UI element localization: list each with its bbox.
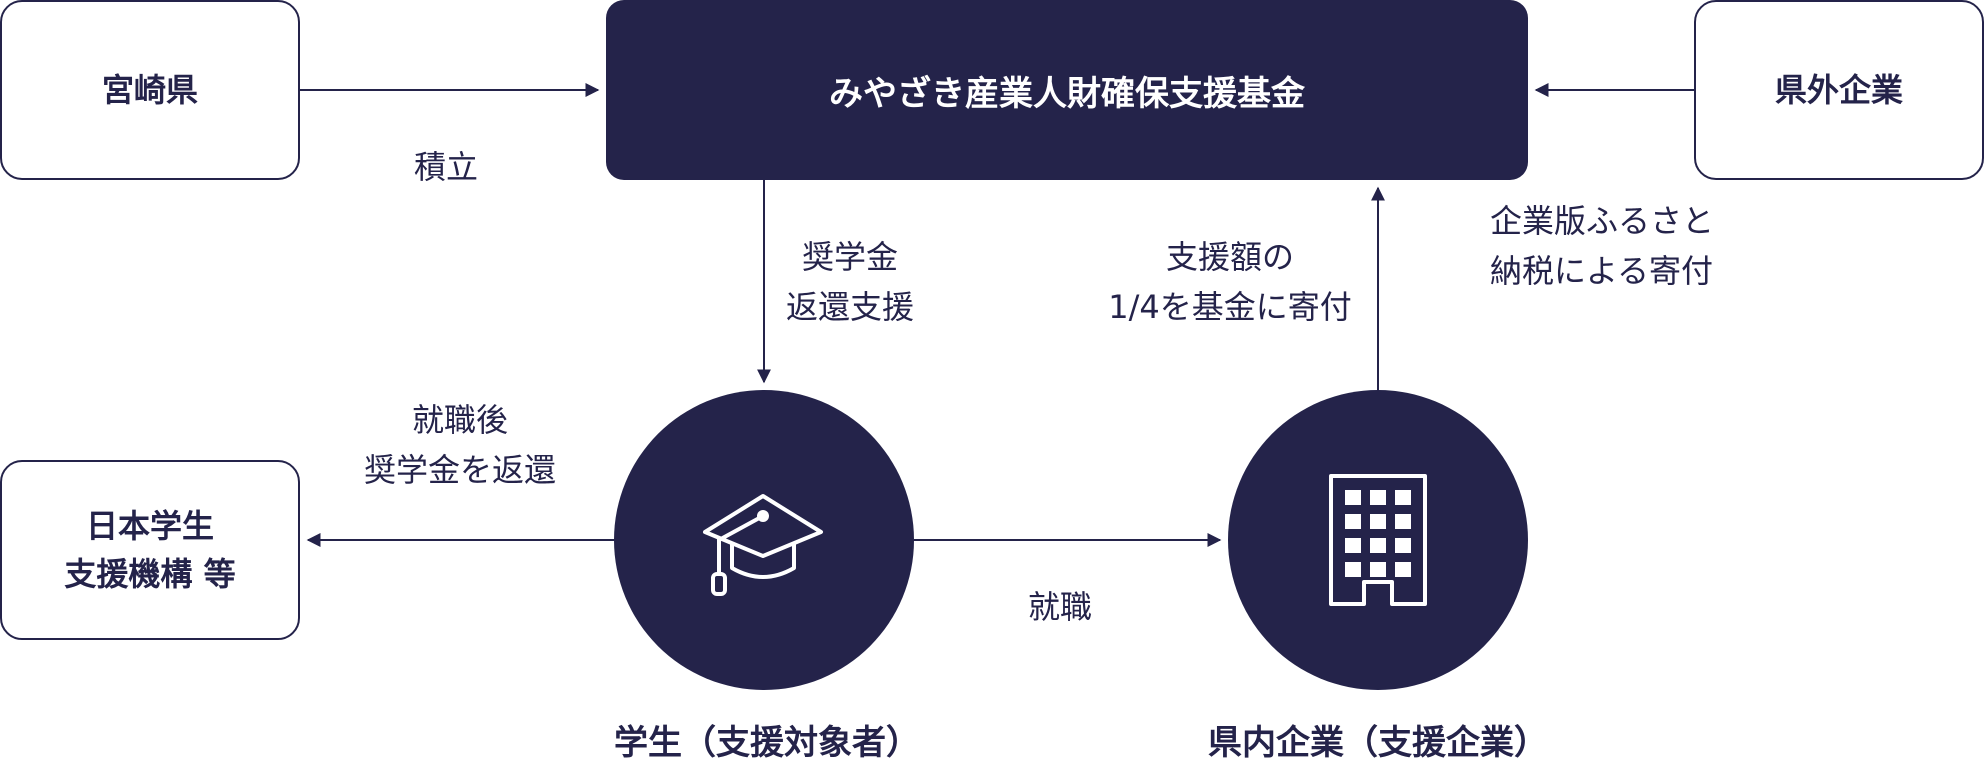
prefecture-box: 宮崎県 bbox=[0, 0, 300, 180]
graduation-cap-icon bbox=[703, 494, 823, 596]
jasso-box: 日本学生 支援機構 等 bbox=[0, 460, 300, 640]
office-building-icon bbox=[1329, 474, 1427, 606]
donation-label: 企業版ふるさと 納税による寄付 bbox=[1490, 196, 1750, 296]
support-amount-label: 支援額の 1/4を基金に寄付 bbox=[1080, 232, 1380, 332]
outside-companies-label: 県外企業 bbox=[1774, 71, 1903, 109]
scholarship-label: 奨学金 返還支援 bbox=[760, 232, 940, 332]
outside-companies-box: 県外企業 bbox=[1694, 0, 1984, 180]
employment-label: 就職 bbox=[1027, 588, 1092, 626]
jasso-label-line1: 日本学生 bbox=[85, 507, 214, 545]
accumulation-label: 積立 bbox=[413, 148, 478, 186]
student-caption: 学生（支援対象者） bbox=[614, 723, 920, 763]
company-node bbox=[1228, 390, 1528, 690]
scholarship-label-line2: 返還支援 bbox=[785, 288, 914, 326]
repayment-label-line2: 奨学金を返還 bbox=[363, 451, 556, 489]
repayment-label: 就職後 奨学金を返還 bbox=[340, 395, 580, 495]
prefecture-label: 宮崎県 bbox=[101, 71, 198, 109]
donation-label-line2: 納税による寄付 bbox=[1490, 252, 1714, 290]
donation-label-line1: 企業版ふるさと bbox=[1490, 202, 1715, 240]
student-node bbox=[614, 390, 914, 690]
fund-box: みやざき産業人財確保支援基金 bbox=[606, 0, 1528, 180]
support-amount-line2: 1/4を基金に寄付 bbox=[1108, 288, 1352, 326]
repayment-label-line1: 就職後 bbox=[411, 401, 508, 439]
support-amount-line1: 支援額の bbox=[1165, 238, 1294, 276]
company-caption: 県内企業（支援企業） bbox=[1208, 723, 1548, 763]
fund-label: みやざき産業人財確保支援基金 bbox=[829, 73, 1305, 114]
jasso-label-line2: 支援機構 等 bbox=[64, 555, 236, 593]
scholarship-label-line1: 奨学金 bbox=[801, 238, 898, 276]
